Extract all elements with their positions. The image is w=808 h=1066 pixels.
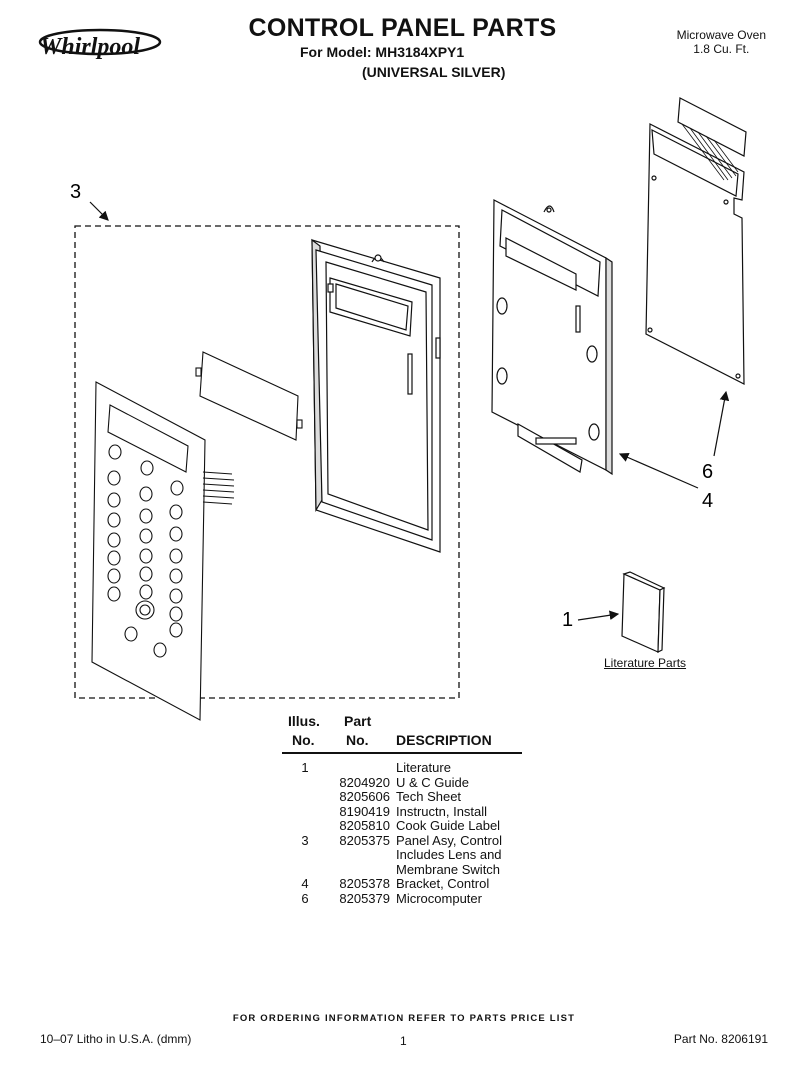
part-number: 8190419: [339, 803, 390, 819]
parts-row: 8204920 U & C Guide: [282, 774, 532, 791]
product-type: Microwave Oven: [676, 28, 766, 42]
part-number: 8205379: [339, 890, 390, 906]
control-bracket: [491, 199, 613, 476]
keypad-buttons: [107, 444, 184, 658]
part-number: 8204920: [339, 774, 390, 790]
callout-6: 6: [702, 461, 713, 483]
col-part-top: Part: [344, 713, 372, 729]
product-capacity: 1.8 Cu. Ft.: [693, 42, 750, 56]
part-description: Bracket, Control: [396, 876, 490, 891]
model-line: For Model: MH3184XPY1: [300, 44, 465, 60]
parts-rows: 1 Literature 8204920 U & C Guide 8205606 Tech…: [282, 760, 532, 907]
parts-row: Membrane Switch: [282, 861, 532, 878]
part-description: Cook Guide Label: [396, 818, 501, 833]
callout-4: 4: [702, 490, 713, 512]
parts-table-header: Illus. No. Part No. DESCRIPTION: [282, 713, 532, 754]
part-number: 8205378: [339, 876, 390, 891]
literature-parts-label: Literature Parts: [604, 656, 687, 670]
col-illus-bottom: No.: [292, 732, 315, 748]
part-description: Instructn, Install: [396, 803, 488, 819]
callout-1: 1: [562, 609, 573, 631]
parts-row: 8190419 Instructn, Install: [282, 803, 532, 820]
literature-booklet: [621, 571, 666, 653]
part-description: Includes Lens and: [396, 847, 502, 862]
illus-number: 6: [301, 890, 309, 906]
part-description: Tech Sheet: [396, 789, 462, 804]
col-description: DESCRIPTION: [396, 732, 492, 748]
illus-number: 3: [301, 832, 309, 848]
product-description: Microwave Oven 1.8 Cu. Ft.: [677, 28, 766, 56]
header-rule: [282, 752, 522, 754]
col-illus-top: Illus.: [288, 713, 320, 729]
brand-text: Whirlpool: [40, 34, 140, 60]
callout-3: 3: [70, 181, 81, 203]
page-number: 1: [400, 1034, 407, 1048]
parts-row: 3 8205375 Panel Asy, Control: [282, 832, 532, 849]
part-description: U & C Guide: [396, 774, 469, 790]
parts-row: 6 8205379 Microcomputer: [282, 890, 532, 907]
display-lens: [195, 351, 303, 441]
variant-line: (UNIVERSAL SILVER): [362, 64, 506, 80]
part-description: Panel Asy, Control: [396, 832, 502, 848]
microcomputer-board: [645, 97, 747, 385]
control-panel-frame: [311, 238, 441, 553]
parts-row: Includes Lens and: [282, 847, 532, 863]
col-part-bottom: No.: [346, 732, 369, 748]
parts-table: Illus. No. Part No. DESCRIPTION 1 Literat…: [282, 713, 532, 906]
ordering-note: FOR ORDERING INFORMATION REFER TO PARTS …: [232, 1013, 576, 1024]
illus-number: 4: [301, 876, 309, 891]
document-part-number: Part No. 8206191: [673, 1032, 768, 1046]
part-number: 8205375: [339, 832, 390, 848]
part-description: Microcomputer: [396, 890, 482, 906]
parts-row: 8205606 Tech Sheet: [282, 789, 532, 805]
part-description: Membrane Switch: [396, 861, 501, 877]
part-description: Literature: [396, 760, 451, 775]
litho-note: 10–07 Litho in U.S.A. (dmm): [40, 1032, 192, 1046]
part-number: 8205606: [339, 789, 390, 804]
part-number: 8205810: [339, 818, 390, 833]
parts-row: 4 8205378 Bracket, Control: [282, 876, 532, 892]
page-title: CONTROL PANEL PARTS: [248, 14, 557, 42]
parts-row: 8205810 Cook Guide Label: [282, 818, 532, 834]
membrane-switch: [91, 381, 235, 721]
illus-number: 1: [301, 760, 309, 775]
whirlpool-logo: Whirlpool: [38, 28, 162, 60]
panel-assembly-boundary: [74, 225, 460, 699]
parts-row: 1 Literature: [282, 760, 532, 776]
